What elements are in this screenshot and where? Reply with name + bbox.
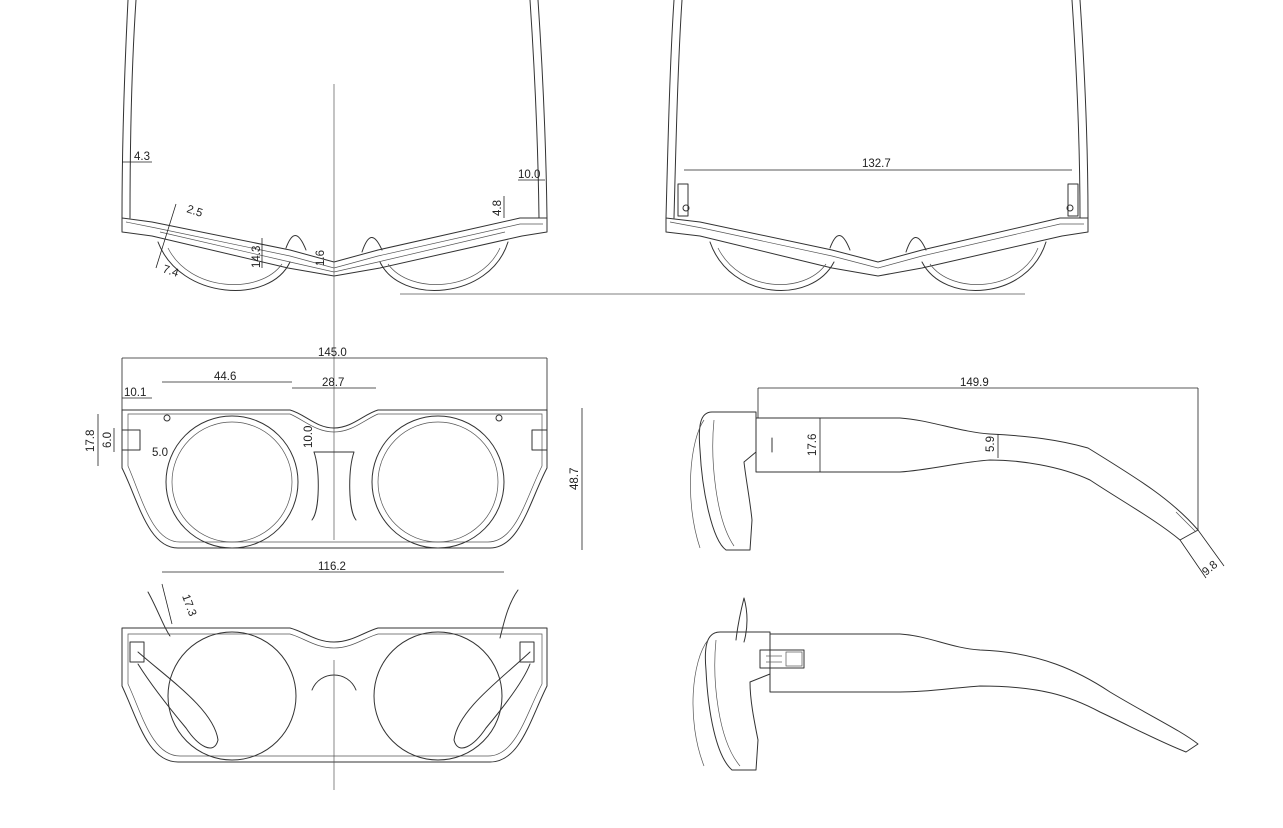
side-temple bbox=[755, 417, 1199, 541]
dim-top-4-3: 4.3 bbox=[134, 151, 150, 163]
frame-top-outline bbox=[121, 217, 548, 277]
left-temple bbox=[121, 0, 137, 219]
dim-top-7-4: 7.4 bbox=[161, 263, 180, 280]
left-temple bbox=[665, 0, 683, 219]
dim-149-9: 149.9 bbox=[960, 377, 989, 389]
top-view-left: 4.3 2.5 7.4 14.3 1.6 10.0 4.8 bbox=[121, 0, 1025, 540]
lens-right-back bbox=[373, 631, 503, 761]
nose-pad-right bbox=[361, 237, 383, 253]
dim-44-6: 44.6 bbox=[214, 371, 236, 383]
dim-top-2-5: 2.5 bbox=[185, 203, 204, 219]
dim-145-0: 145.0 bbox=[318, 347, 347, 359]
lens-left-top bbox=[709, 241, 835, 291]
dim-17-3: 17.3 bbox=[179, 593, 198, 618]
screw-left bbox=[163, 414, 171, 422]
dim-5-0: 5.0 bbox=[152, 447, 168, 459]
side-front-frame bbox=[704, 631, 771, 771]
hinge-left bbox=[129, 641, 145, 663]
dim-6-0: 6.0 bbox=[102, 432, 114, 448]
dim-28-7: 28.7 bbox=[322, 377, 344, 389]
back-view: 17.3 bbox=[121, 583, 548, 790]
front-frame-outline bbox=[121, 409, 548, 549]
nose-pad-left bbox=[147, 591, 171, 637]
dim-10-0: 10.0 bbox=[303, 426, 315, 448]
dim-10-1: 10.1 bbox=[124, 387, 146, 399]
dim-top-14-3: 14.3 bbox=[251, 246, 263, 268]
side-temple bbox=[769, 633, 1199, 753]
back-frame-outline bbox=[121, 627, 548, 763]
right-temple bbox=[1071, 0, 1089, 219]
lens-right-top bbox=[379, 241, 509, 291]
nose-pad-right bbox=[499, 589, 519, 639]
hinge-right bbox=[519, 641, 535, 663]
bridge bbox=[313, 451, 357, 521]
frame-top-outline bbox=[665, 217, 1089, 277]
nose-pad-right bbox=[905, 237, 927, 253]
front-view: 145.0 44.6 28.7 10.1 17.8 6.0 5.0 10.0 4… bbox=[85, 347, 583, 573]
dim-17-8: 17.8 bbox=[85, 430, 97, 452]
right-temple bbox=[529, 0, 548, 219]
dim-top-10-0: 10.0 bbox=[518, 169, 540, 181]
folded-temple-right bbox=[453, 651, 531, 749]
lens-left-top bbox=[157, 241, 291, 291]
dim-48-7: 48.7 bbox=[569, 468, 581, 490]
dim-top-1-6: 1.6 bbox=[315, 250, 327, 266]
dim-5-9: 5.9 bbox=[985, 436, 997, 452]
hinge-right bbox=[1067, 183, 1079, 217]
lens-left-front bbox=[165, 415, 299, 549]
lens-left-back bbox=[167, 631, 297, 761]
dim-9-8: 9.8 bbox=[1200, 559, 1220, 578]
dim-17-6: 17.6 bbox=[807, 434, 819, 456]
side-front-frame bbox=[698, 411, 757, 551]
hinge-detail bbox=[759, 649, 805, 669]
side-view-upper: 149.9 17.6 5.9 9.8 bbox=[690, 377, 1225, 578]
nose-pad-left bbox=[285, 235, 307, 251]
lens-right-front bbox=[371, 415, 505, 549]
top-view-right: 132.7 bbox=[665, 0, 1089, 291]
dim-132-7: 132.7 bbox=[862, 158, 891, 170]
nose-pad bbox=[735, 597, 748, 643]
screw-right bbox=[495, 414, 503, 422]
dim-116-2: 116.2 bbox=[318, 561, 346, 573]
slot-left bbox=[121, 429, 141, 451]
dim-top-4-8: 4.8 bbox=[492, 200, 504, 216]
nose-pad-left bbox=[829, 235, 851, 251]
lens-right-top bbox=[921, 241, 1047, 291]
folded-temple-left bbox=[137, 651, 219, 749]
hinge-left bbox=[677, 183, 689, 217]
slot-right bbox=[531, 429, 548, 451]
side-view-lower bbox=[692, 597, 1199, 771]
